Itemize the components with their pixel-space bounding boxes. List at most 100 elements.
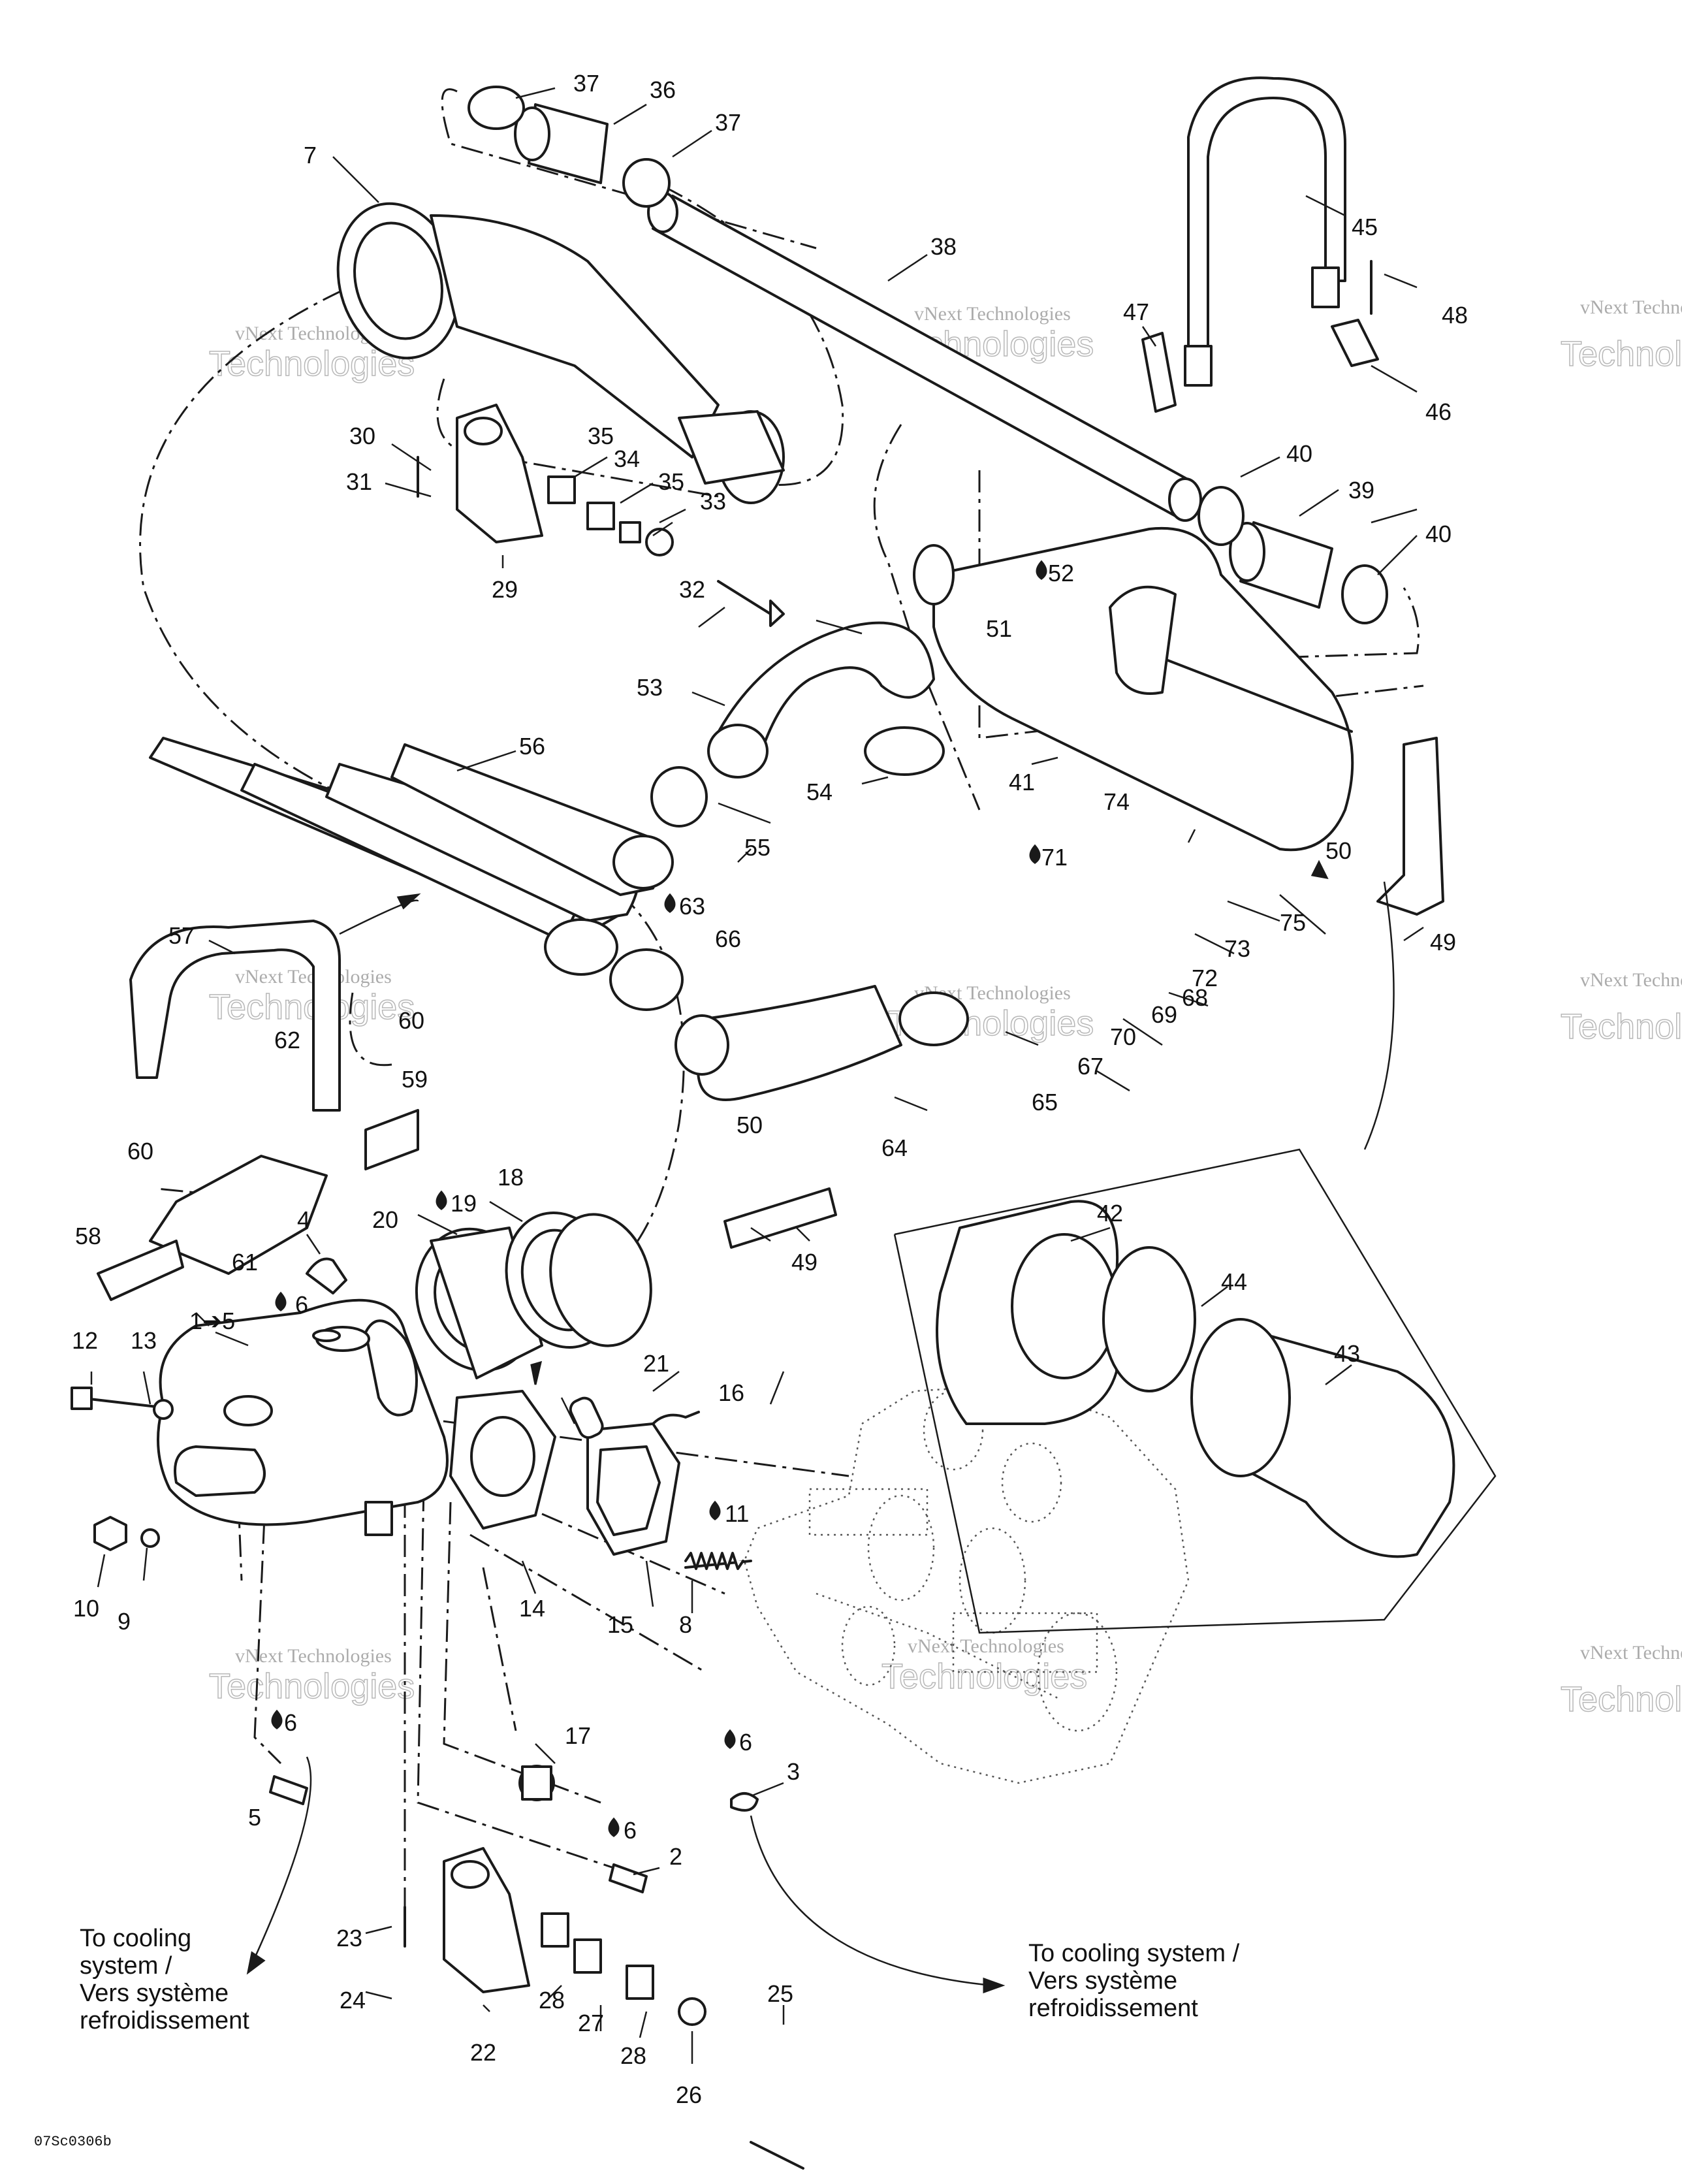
callout-37: 37	[715, 109, 741, 136]
callout-21: 21	[643, 1350, 669, 1377]
callout-57: 57	[168, 922, 195, 949]
callout-70: 70	[1110, 1023, 1136, 1050]
callout-26: 26	[676, 2081, 702, 2108]
oil-drop-icon	[608, 1817, 620, 1837]
callout-48: 48	[1442, 302, 1468, 329]
watermark-text: Technologies	[1561, 1680, 1682, 1719]
callout-15: 15	[607, 1611, 633, 1638]
tuned-pipe-adapter	[415, 1211, 652, 1379]
callout-35: 35	[588, 423, 614, 449]
watermark-text: Technologies	[209, 988, 415, 1027]
cooling-note-line: system /	[80, 1952, 172, 1980]
callout-3: 3	[787, 1758, 800, 1785]
callout-53: 53	[637, 674, 663, 701]
oil-drop-icon	[664, 893, 676, 913]
callout-23: 23	[336, 1925, 362, 1951]
arrowheads	[246, 859, 1329, 1994]
callout-68: 68	[1182, 984, 1208, 1011]
callout-16: 16	[718, 1379, 744, 1406]
silencer-inset	[893, 1148, 1497, 1634]
callout-28: 28	[620, 2042, 646, 2069]
callout-17: 17	[565, 1722, 591, 1749]
callout-42: 42	[1097, 1200, 1123, 1227]
watermark-text: vNext Technologies	[908, 1635, 1064, 1657]
callout-50: 50	[737, 1112, 763, 1138]
callout-39: 39	[1348, 477, 1374, 504]
callout-58: 58	[75, 1223, 101, 1249]
callout-62: 62	[274, 1027, 300, 1053]
callout-41: 41	[1009, 769, 1035, 795]
callout-52: 52	[1048, 560, 1074, 586]
header-pipes	[149, 737, 674, 976]
manifold-gaskets	[449, 1390, 680, 1556]
oil-drop-icon	[1029, 844, 1041, 864]
callout-9: 9	[118, 1608, 131, 1635]
callout-54: 54	[806, 779, 833, 805]
callout-66: 66	[715, 925, 741, 952]
cooling-note-line: refroidissement	[1028, 1995, 1198, 2022]
callout-6: 6	[739, 1729, 752, 1756]
hoses	[674, 621, 935, 1101]
callout-40: 40	[1286, 440, 1312, 467]
cooling-note-left: To cooling system / Vers système refroid…	[80, 1925, 249, 2034]
callout-29: 29	[492, 576, 518, 603]
callout-13: 13	[131, 1327, 157, 1354]
callout-74: 74	[1103, 788, 1130, 815]
callout-35: 35	[658, 468, 684, 495]
cooling-note-right: To cooling system / Vers système refroid…	[1028, 1940, 1240, 2022]
bolts	[404, 456, 804, 2170]
oil-drop-icon	[724, 1729, 736, 1749]
clamps	[468, 86, 1388, 1046]
callout-65: 65	[1032, 1089, 1058, 1116]
muffler	[913, 526, 1354, 852]
callout-2: 2	[669, 1843, 682, 1870]
callout-1-to-5: 1➔5	[189, 1308, 235, 1334]
callout-6: 6	[284, 1709, 297, 1736]
middle-pipe	[514, 103, 1333, 609]
watermark-text: Technologies	[881, 1657, 1087, 1696]
callout-14: 14	[519, 1595, 545, 1622]
oil-drop-icon	[1036, 560, 1047, 580]
callout-34: 34	[614, 445, 640, 472]
callout-67: 67	[1077, 1053, 1103, 1080]
oil-drop-icon	[436, 1190, 447, 1210]
cooling-note-line: Vers système	[80, 1980, 229, 2007]
cooling-note-line: Vers système	[1028, 1967, 1177, 1995]
callout-30: 30	[349, 423, 375, 449]
watermark-text: vNext Technologies	[235, 1645, 392, 1667]
watermark-text: vNext Technologies	[1580, 969, 1682, 991]
callout-43: 43	[1334, 1340, 1360, 1367]
callout-69: 69	[1151, 1001, 1177, 1028]
exhaust-manifold	[157, 1298, 449, 1536]
cooling-note-line: To cooling system /	[1028, 1940, 1240, 1967]
front-coupling	[336, 202, 785, 504]
oil-drop-icon	[275, 1291, 287, 1311]
watermark-text: Technologies	[209, 1667, 415, 1706]
callout-50: 50	[1325, 837, 1352, 864]
callout-27: 27	[578, 2010, 604, 2036]
callout-8: 8	[679, 1611, 692, 1638]
callout-47: 47	[1123, 298, 1149, 325]
callout-73: 73	[1224, 935, 1250, 962]
callout-18: 18	[498, 1164, 524, 1191]
callout-20: 20	[372, 1206, 398, 1233]
callout-36: 36	[650, 76, 676, 103]
callout-51: 51	[986, 615, 1012, 642]
watermark-text: Technologies	[1561, 1007, 1682, 1046]
callout-60: 60	[127, 1138, 153, 1164]
heat-shields	[97, 737, 1444, 1301]
callout-11: 11	[725, 1500, 749, 1527]
oil-drop-icon	[271, 1709, 283, 1729]
callout-33: 33	[700, 488, 726, 515]
callout-28: 28	[539, 1987, 565, 2014]
callout-37: 37	[573, 70, 599, 97]
callout-56: 56	[519, 733, 545, 760]
callout-12: 12	[72, 1327, 98, 1354]
callout-55: 55	[744, 834, 770, 861]
callout-71: 71	[1041, 844, 1068, 871]
leader-lines	[90, 87, 1424, 2064]
callout-19: 19	[451, 1190, 477, 1217]
callout-numbers: 37 36 37 7 38 45 48 47 46 30 31 35 34 35…	[72, 70, 1468, 2108]
callout-6: 6	[295, 1291, 308, 1318]
